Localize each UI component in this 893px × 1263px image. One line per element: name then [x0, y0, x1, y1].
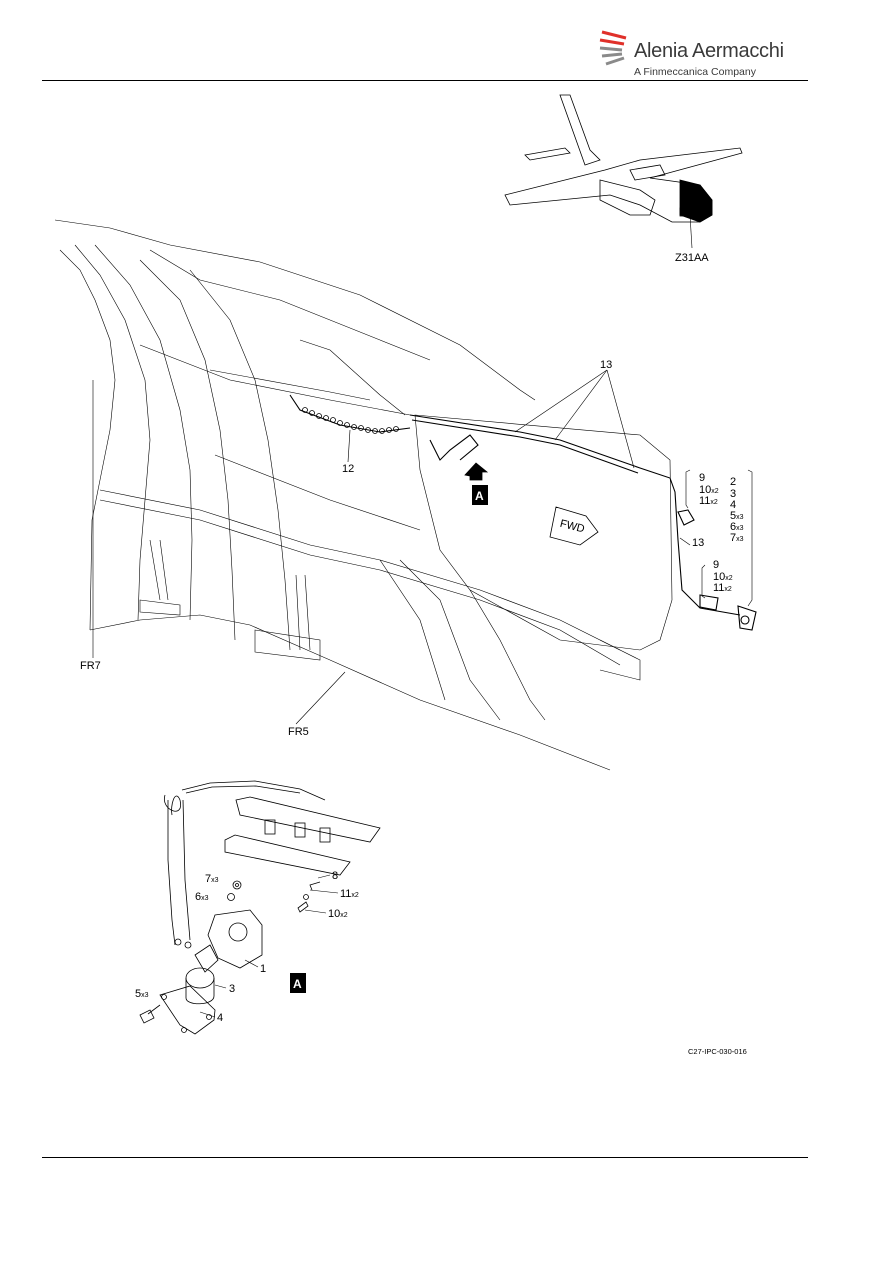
fwd-label: FWD	[559, 518, 586, 536]
aircraft-locator	[504, 94, 743, 249]
detail-item-11: 11	[340, 888, 351, 900]
svg-text:11x2: 11x2	[340, 888, 359, 900]
svg-text:7x3: 7x3	[205, 873, 219, 885]
svg-text:11x2: 11x2	[699, 495, 718, 507]
svg-text:11x2: 11x2	[713, 582, 732, 594]
svg-text:5x3: 5x3	[135, 988, 149, 1000]
view-a-label: A	[475, 489, 484, 503]
frame-fr5-label: FR5	[288, 726, 309, 738]
callout-13b: 13	[692, 537, 704, 549]
brand-name: Alenia Aermacchi	[634, 40, 784, 62]
detail-item-10: 10	[328, 908, 340, 920]
view-arrow-icon	[464, 462, 489, 481]
brand-mark-icon	[599, 30, 627, 66]
callout-group-lower: 9 10x2 11x2	[713, 559, 733, 594]
svg-text:7x3: 7x3	[730, 532, 744, 544]
callout-7: 7	[730, 532, 736, 544]
detail-item-6-qty: x3	[201, 895, 209, 902]
brand-logo: Alenia Aermacchi A Finmeccanica Company	[596, 24, 796, 84]
detail-item-5: 5	[135, 988, 141, 1000]
callout-5: 5	[730, 510, 736, 522]
cable-coil-12	[302, 407, 399, 434]
fwd-arrow-icon	[549, 506, 599, 546]
callout-9: 9	[699, 472, 705, 484]
callout-13: 13	[600, 359, 612, 371]
callout-10-qty: x2	[711, 488, 719, 495]
header-rule	[42, 80, 808, 81]
detail-item-7-qty: x3	[211, 877, 219, 884]
callout-group-right: 2 3 4 5x3 6x3 7x3	[730, 476, 744, 544]
detail-item-11-qty: x2	[351, 892, 359, 899]
callout-4: 4	[730, 499, 736, 511]
detail-item-8: 8	[332, 870, 338, 882]
svg-text:10x2: 10x2	[328, 908, 348, 920]
svg-text:10x2: 10x2	[699, 484, 719, 496]
callout-11b: 11	[713, 582, 724, 594]
callout-11: 11	[699, 495, 710, 507]
detail-item-10-qty: x2	[340, 912, 348, 919]
callout-group-upper: 9 10x2 11x2	[699, 472, 719, 507]
callout-11-qty: x2	[710, 499, 718, 506]
brand-tagline: A Finmeccanica Company	[634, 66, 756, 78]
detail-item-4: 4	[217, 1012, 223, 1024]
detail-item-6: 6	[195, 891, 201, 903]
fuselage-structure	[54, 219, 673, 771]
callout-11b-qty: x2	[724, 586, 732, 593]
svg-text:6x3: 6x3	[730, 521, 744, 533]
svg-text:10x2: 10x2	[713, 571, 733, 583]
svg-text:6x3: 6x3	[195, 891, 209, 903]
callout-2: 2	[730, 476, 736, 488]
callout-5-qty: x3	[736, 514, 744, 521]
document-reference: C27-IPC-030-016	[688, 1047, 747, 1056]
callout-6: 6	[730, 521, 736, 533]
detail-item-3: 3	[229, 983, 235, 995]
callout-9b: 9	[713, 559, 719, 571]
leader-lines	[92, 369, 753, 725]
callout-3: 3	[730, 488, 736, 500]
detail-a-title: A	[293, 977, 302, 991]
callout-7-qty: x3	[736, 536, 744, 543]
callout-10: 10	[699, 484, 711, 496]
detail-a-marker	[290, 973, 306, 993]
callout-6-qty: x3	[736, 525, 744, 532]
detail-item-5-qty: x3	[141, 992, 149, 999]
callout-12: 12	[342, 463, 354, 475]
zone-label: Z31AA	[675, 252, 709, 264]
callout-10b-qty: x2	[725, 575, 733, 582]
callout-10b: 10	[713, 571, 725, 583]
footer-rule	[42, 1157, 808, 1158]
svg-text:5x3: 5x3	[730, 510, 744, 522]
cable-harness	[289, 394, 757, 631]
frame-fr7-label: FR7	[80, 660, 101, 672]
detail-a-drawing	[139, 780, 381, 1035]
detail-a-labels: 7x3 6x3 8 11x2 10x2 1 3 5x3 4	[135, 870, 359, 1024]
detail-item-1: 1	[260, 963, 266, 975]
detail-item-7: 7	[205, 873, 211, 885]
view-a-marker	[472, 485, 488, 505]
